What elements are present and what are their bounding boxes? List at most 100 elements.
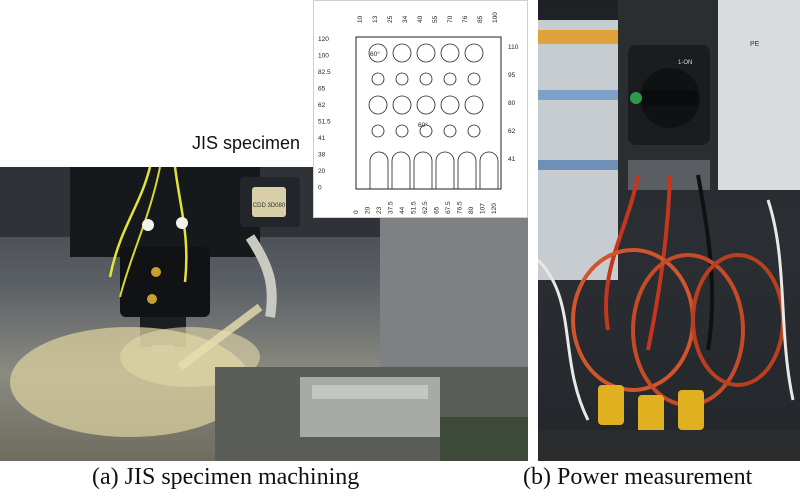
cabinet-panel <box>718 0 800 190</box>
top-dimension: 40 <box>417 15 424 23</box>
hole <box>368 95 388 115</box>
left-dimension: 0 <box>318 185 322 192</box>
hole <box>467 124 481 138</box>
angle-note: 60° <box>370 50 380 58</box>
spindle-body <box>120 247 210 317</box>
left-dimension: 120 <box>318 36 329 43</box>
coolant-jet <box>177 303 263 371</box>
bottom-dimension: 67.5 <box>445 201 452 214</box>
top-dimension: 85 <box>477 15 484 23</box>
hole <box>416 95 436 115</box>
bottom-dimension: 107 <box>480 203 487 214</box>
hole <box>443 72 457 86</box>
table-slot <box>440 417 528 461</box>
drawing-label: JIS specimen <box>192 133 301 153</box>
hole <box>440 43 460 63</box>
hole <box>416 43 436 63</box>
hole <box>419 124 433 138</box>
hole <box>392 43 412 63</box>
hole <box>371 72 385 86</box>
hole <box>395 124 409 138</box>
caption-power: (b) Power measurement <box>523 464 753 490</box>
slot <box>435 151 455 189</box>
bottom-dimension: 0 <box>353 210 360 214</box>
top-dimension: 100 <box>492 12 499 23</box>
knob-handle <box>642 90 698 106</box>
hole <box>368 43 388 63</box>
hole <box>419 72 433 86</box>
camera-label-plate <box>252 187 286 217</box>
sensor-wire <box>108 167 152 278</box>
slot <box>457 151 477 189</box>
right-dimension: 41 <box>508 156 516 163</box>
left-dimension: 20 <box>318 168 326 175</box>
enclosure-wall <box>380 207 528 377</box>
angle-note: 60° <box>418 121 428 129</box>
signal-cable <box>538 258 590 421</box>
hole <box>395 72 409 86</box>
slot <box>391 151 411 189</box>
bottom-dimension: 37.5 <box>388 201 395 214</box>
caption-machining: (a) JIS specimen machining <box>92 464 360 490</box>
coolant-hose <box>245 234 277 318</box>
right-dimension: 80 <box>508 100 516 107</box>
bottom-dimension: 20 <box>365 206 372 214</box>
spindle-head <box>70 167 260 257</box>
left-dimension: 65 <box>318 86 326 93</box>
terminal-block <box>538 160 618 170</box>
right-dimension: 95 <box>508 72 516 79</box>
slot <box>369 151 389 189</box>
bottom-dimension: 51.5 <box>411 201 418 214</box>
bottom-dimension: 120 <box>491 203 498 214</box>
clamp-head <box>678 390 704 430</box>
vise-jaw <box>312 385 428 399</box>
bottom-dimension: 76.5 <box>457 201 464 214</box>
left-dimension: 82.5 <box>318 69 331 76</box>
clamp-head <box>638 395 664 435</box>
bottom-dimension: 65 <box>434 206 441 214</box>
right-dimension: 110 <box>508 44 519 51</box>
switch-label: 1-ON <box>678 60 692 66</box>
status-indicator <box>630 92 642 104</box>
accelerometer <box>147 294 157 304</box>
terminal-block <box>538 90 618 100</box>
voltage-lead <box>604 174 640 331</box>
accelerometer <box>142 219 154 231</box>
voltage-lead <box>646 174 672 351</box>
terminal-rail <box>538 20 618 280</box>
hole <box>464 95 484 115</box>
power-measurement-photo: PE 1-ON <box>538 0 800 461</box>
slot <box>479 151 499 189</box>
hole <box>464 43 484 63</box>
hole <box>440 95 460 115</box>
left-dimension: 41 <box>318 135 326 142</box>
top-dimension: 70 <box>447 15 454 23</box>
pe-label: PE <box>750 41 760 48</box>
signal-cable <box>766 199 795 401</box>
top-dimension: 55 <box>432 15 439 23</box>
top-dimension: 76 <box>462 15 469 23</box>
specimen-features <box>368 43 499 189</box>
slot <box>413 151 433 189</box>
left-dimension: 62 <box>318 102 326 109</box>
clamp-head <box>598 385 624 425</box>
cabinet-scene: PE 1-ON <box>538 0 800 461</box>
cabinet-floor <box>538 430 800 461</box>
left-dimension: 100 <box>318 53 329 60</box>
bottom-dimension: 62.5 <box>422 201 429 214</box>
camera-label: CDD 3D080 <box>253 203 286 209</box>
right-dimension: 62 <box>508 128 516 135</box>
bottom-dimension: 23 <box>376 206 383 214</box>
terminal-block <box>538 30 618 44</box>
specimen-outline <box>355 36 502 190</box>
hole <box>392 95 412 115</box>
hole <box>371 124 385 138</box>
left-dimension: 51.5 <box>318 119 331 126</box>
accelerometer <box>176 217 188 229</box>
top-dimension: 25 <box>387 15 394 23</box>
sensor-wire <box>119 167 161 298</box>
hole <box>467 72 481 86</box>
accelerometer <box>151 267 161 277</box>
